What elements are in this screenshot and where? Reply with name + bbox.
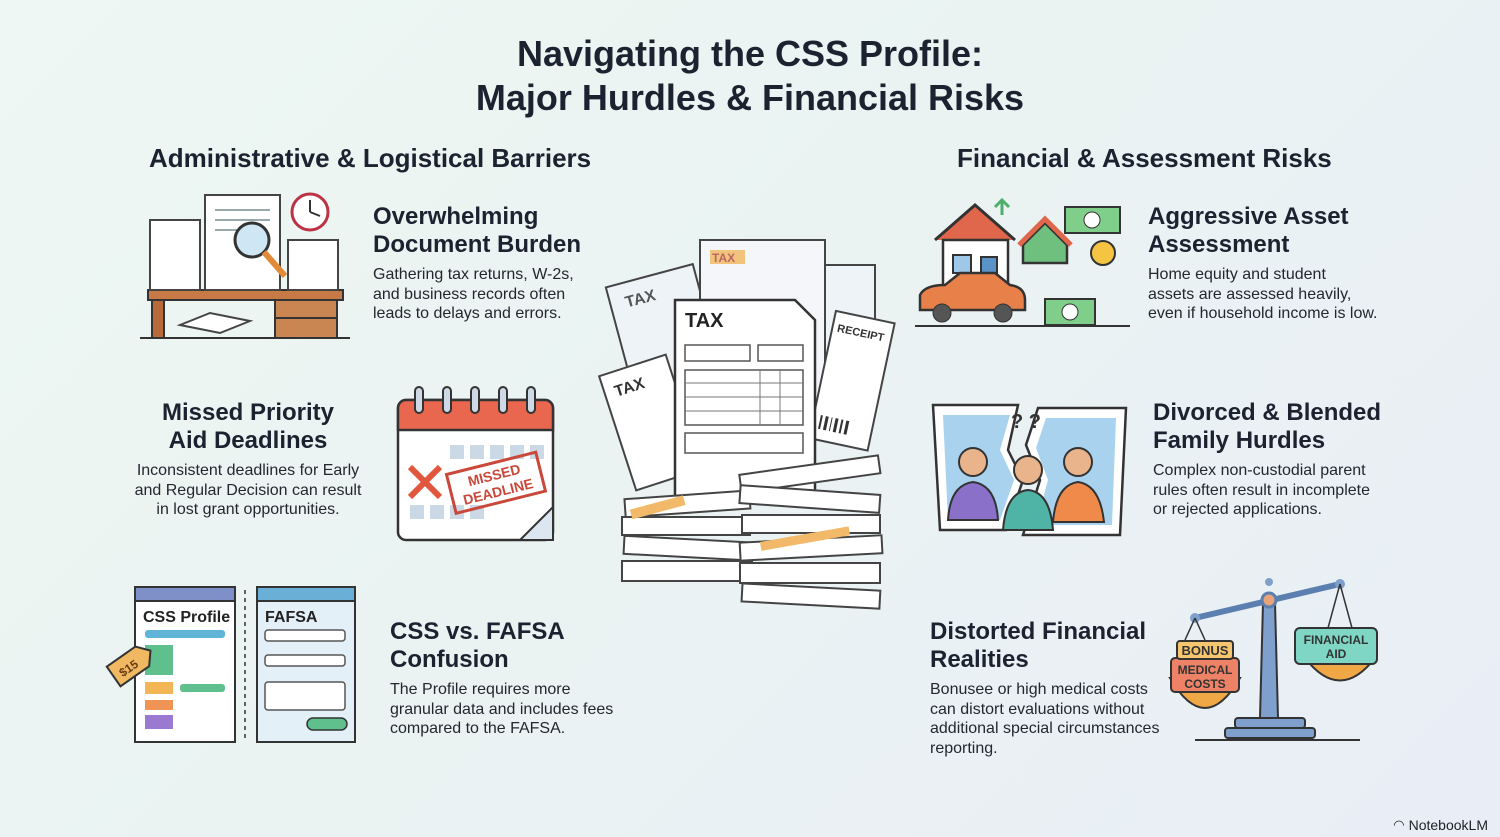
item-body: Complex non-custodial parent rules often … [1153,461,1413,520]
paper-label: TAX [685,310,724,332]
pan-label: AID [1326,647,1347,661]
title-line: Assessment [1148,231,1290,258]
title-line: Missed Priority [161,399,335,426]
body-line: Gathering tax returns, W-2s, [373,266,574,283]
title-line: Overwhelming [373,203,539,230]
calendar-icon: MISSED DEADLINE [396,386,555,542]
document-desk-illustration [140,192,350,339]
body-line: additional special circumstances [930,720,1160,737]
balance-scale-illustration: BONUS MEDICAL COSTS FINANCIAL AID [1168,578,1378,741]
title-line-2: Major Hurdles & Financial Risks [475,77,1025,118]
title-line: Document Burden [373,231,582,258]
window-title: FAFSA [265,609,318,626]
body-line: can distort evaluations without [930,700,1145,718]
pan-label: COSTS [1184,677,1225,691]
torn-family-photo-illustration: ? ? [931,403,1128,537]
title-line: Distorted Financial [930,618,1147,645]
title-line: Aid Deadlines [168,427,328,454]
item-body: Inconsistent deadlines for Early and Regu… [118,461,378,520]
body-line: leads to delays and errors. [373,305,562,322]
footer-brand: NotebookLM [1408,817,1488,833]
css-fafsa-windows-illustration: CSS Profile FAFSA $15 [105,586,356,743]
pan-label: FINANCIAL [1304,633,1369,647]
title-line-1: Navigating the CSS Profile: [516,33,984,74]
pan-label: MEDICAL [1178,663,1233,677]
right-section-heading: Financial & Assessment Risks [957,143,1332,173]
title-line: Divorced & Blended [1153,399,1382,426]
body-line: granular data and includes fees [390,700,614,718]
body-line: The Profile requires more [390,681,571,698]
title-line: Realities [930,646,1029,673]
body-line: reporting. [930,739,998,757]
question-marks: ? ? [1011,411,1041,433]
item-body: The Profile requires more granular data a… [390,680,630,739]
notebooklm-footer: ◠ NotebookLM [1393,817,1488,833]
body-line: Bonusee or high medical costs [930,681,1148,698]
body-line: and business records often [373,285,566,303]
body-line: Complex non-custodial parent [1153,462,1366,479]
body-line: Home equity and student [1148,266,1326,283]
title-line: CSS vs. FAFSA [390,618,565,645]
tax-papers-stack-illustration: TAX TAX TAX RECEIPT TAX [597,239,896,610]
body-line: compared to the FAFSA. [390,720,566,737]
title-line: Family Hurdles [1153,427,1326,454]
pan-label: BONUS [1182,643,1229,658]
title-line: Confusion [390,646,509,673]
body-line: rules often result in incomplete [1153,481,1370,499]
page-title: Navigating the CSS Profile: Major Hurdle… [0,32,1500,120]
body-line: even if household income is low. [1148,305,1378,322]
body-line: Inconsistent deadlines for Early [136,462,360,479]
body-line: and Regular Decision can result [134,481,362,499]
title-line: Aggressive Asset [1148,203,1349,230]
notebooklm-logo-icon: ◠ [1393,817,1405,832]
item-body: Gathering tax returns, W-2s, and business… [373,265,613,324]
body-line: assets are assessed heavily, [1148,285,1352,303]
left-section-heading: Administrative & Logistical Barriers [149,143,592,173]
body-line: in lost grant opportunities. [156,501,340,518]
window-title: CSS Profile [143,609,230,626]
item-body: Bonusee or high medical costs can distort… [930,680,1180,758]
paper-label: TAX [712,251,735,265]
house-car-assets-illustration [915,197,1130,327]
body-line: or rejected applications. [1153,501,1322,518]
item-body: Home equity and student assets are assess… [1148,265,1408,324]
